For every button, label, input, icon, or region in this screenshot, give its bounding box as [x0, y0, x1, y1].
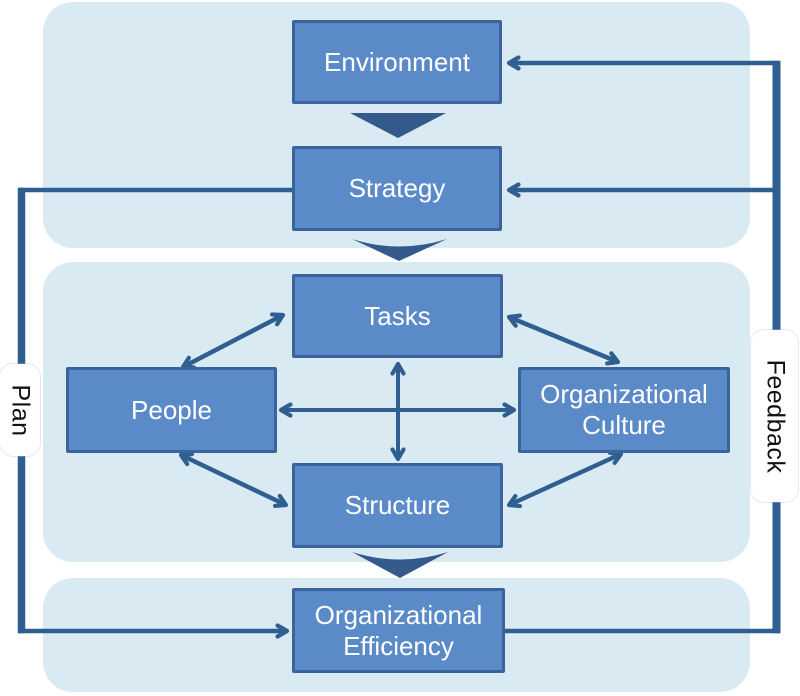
box-organizational-efficiency-label: Organizational Efficiency [314, 599, 483, 661]
box-organizational-culture-label: Organizational Culture [540, 379, 708, 440]
plan-label-text: Plan [6, 383, 35, 437]
box-tasks: Tasks [292, 274, 503, 358]
box-strategy: Strategy [292, 146, 502, 231]
box-organizational-efficiency: Organizational Efficiency [292, 588, 505, 673]
box-tasks-label: Tasks [364, 300, 431, 331]
feedback-label-text: Feedback [761, 359, 790, 473]
box-organizational-culture: Organizational Culture [518, 367, 730, 453]
box-structure-label: Structure [344, 490, 451, 521]
box-environment: Environment [292, 20, 502, 104]
box-structure: Structure [292, 463, 503, 548]
box-environment-label: Environment [324, 46, 470, 77]
feedback-label: Feedback [751, 330, 798, 502]
box-strategy-label: Strategy [348, 173, 446, 204]
box-people-label: People [131, 394, 212, 425]
plan-label: Plan [0, 364, 40, 456]
box-people: People [66, 367, 277, 453]
